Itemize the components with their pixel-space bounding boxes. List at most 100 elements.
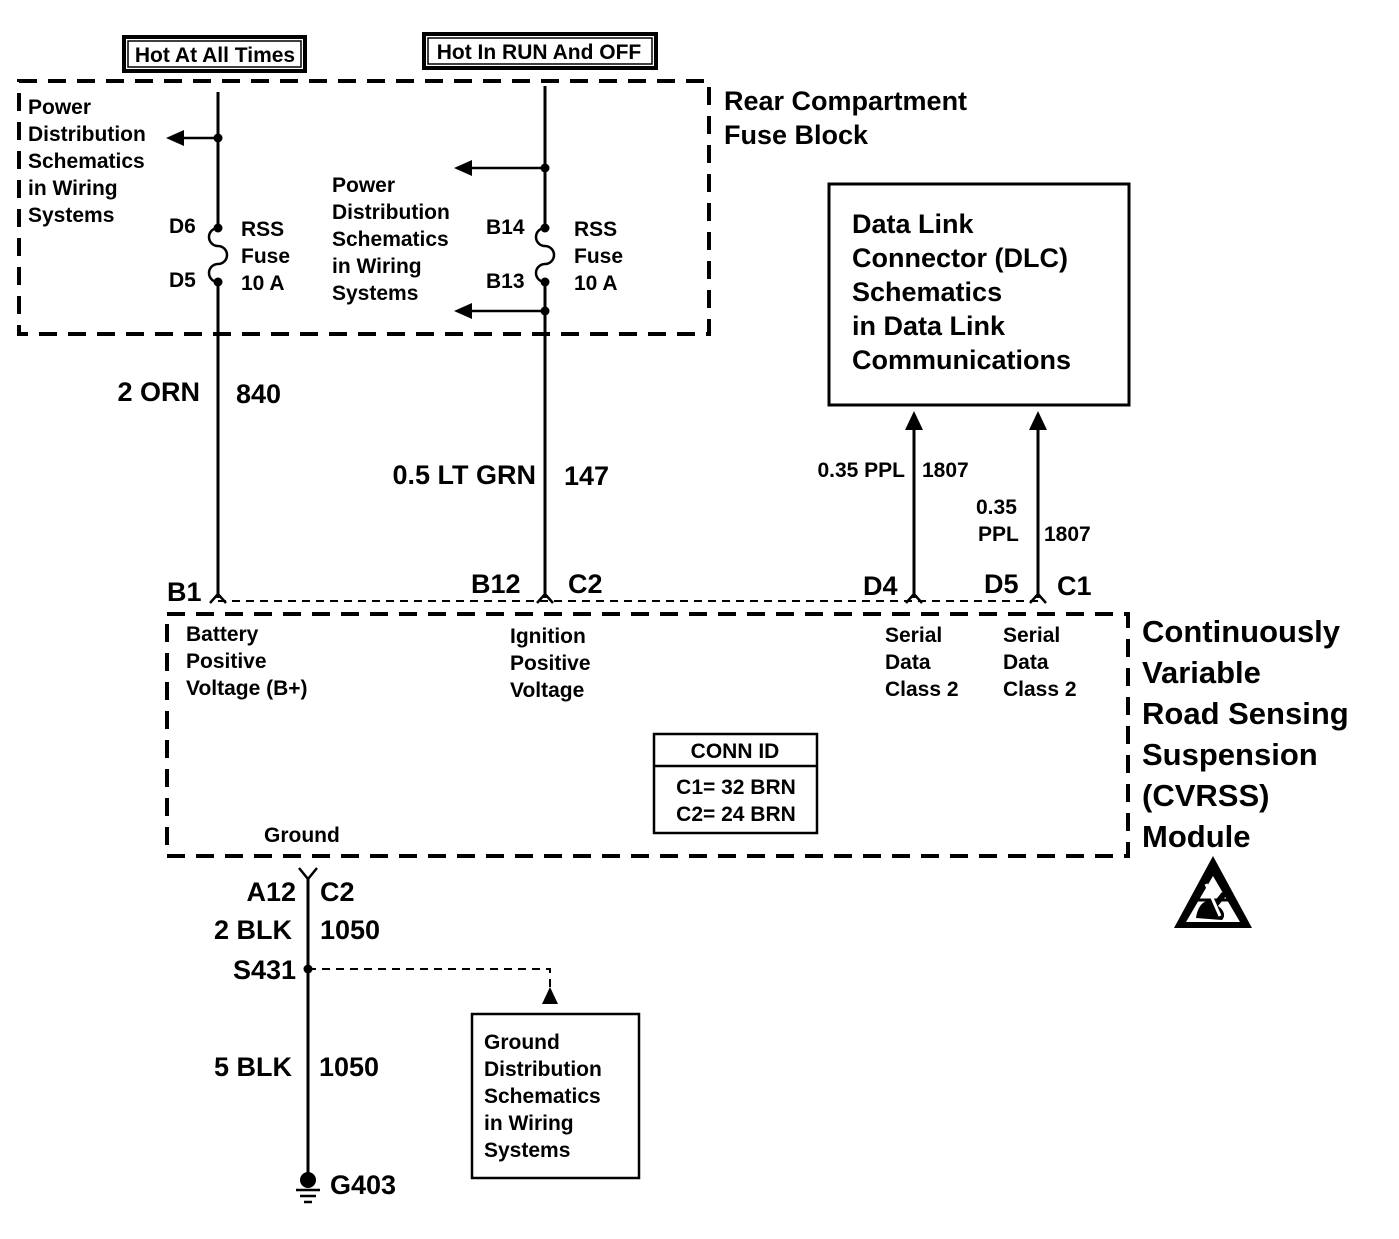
ignition-wire-gauge-color: 0.5 LT GRN <box>392 460 536 490</box>
svg-text:Ignition: Ignition <box>510 625 586 648</box>
svg-text:Voltage: Voltage <box>510 679 584 702</box>
serial1-gauge-color: 0.35 PPL <box>817 459 905 482</box>
serial2-gauge-line1: 0.35 <box>976 496 1017 519</box>
arrow-up-icon <box>542 987 558 1004</box>
pin-d4: D4 <box>863 571 898 601</box>
ground-lower-circuit: 1050 <box>319 1052 379 1082</box>
pin-c2-bottom: C2 <box>320 877 355 907</box>
serial-data-wire-2 <box>1029 411 1047 598</box>
esd-sensitive-icon <box>1174 856 1252 928</box>
pin-b12: B12 <box>471 569 521 599</box>
hot-at-all-times-text: Hot At All Times <box>135 44 295 67</box>
ignition-wire-circuit: 147 <box>564 461 609 491</box>
svg-text:Distribution: Distribution <box>332 201 450 224</box>
fuse-block-title-line1: Rear Compartment <box>724 86 967 116</box>
svg-text:Suspension: Suspension <box>1142 737 1318 772</box>
svg-text:Schematics: Schematics <box>484 1085 601 1108</box>
serial2-circuit: 1807 <box>1044 523 1091 546</box>
svg-text:Road Sensing: Road Sensing <box>1142 696 1349 731</box>
svg-text:B14: B14 <box>486 216 525 239</box>
splice-s431: S431 <box>233 955 296 985</box>
ignition-positive-voltage-label: Ignition Positive Voltage <box>510 625 591 702</box>
ground-wire <box>296 867 320 1204</box>
svg-text:Battery: Battery <box>186 623 259 646</box>
module-connector-pins <box>209 592 1047 604</box>
ground-upper-circuit: 1050 <box>320 915 380 945</box>
serial-data-wire-1 <box>905 411 923 598</box>
conn-id-c2: C2= 24 BRN <box>676 803 796 826</box>
svg-text:D6: D6 <box>169 215 196 238</box>
arrow-left-icon <box>454 303 472 319</box>
fuse-block-title-line2: Fuse Block <box>724 120 869 150</box>
svg-text:RSS: RSS <box>241 218 284 241</box>
conn-id-box: CONN ID C1= 32 BRN C2= 24 BRN <box>652 732 819 835</box>
svg-text:Positive: Positive <box>186 650 267 673</box>
svg-text:Positive: Positive <box>510 652 591 675</box>
svg-text:in Wiring: in Wiring <box>28 177 118 200</box>
svg-text:Connector (DLC): Connector (DLC) <box>852 243 1068 273</box>
svg-text:Ground: Ground <box>484 1031 560 1054</box>
conn-id-title: CONN ID <box>691 740 780 763</box>
hot-in-run-and-off-text: Hot In RUN And OFF <box>437 41 642 64</box>
fuse-left-labels: D6 D5 RSS Fuse 10 A <box>169 215 290 295</box>
svg-text:Continuously: Continuously <box>1142 614 1341 649</box>
svg-text:Schematics: Schematics <box>28 150 145 173</box>
serial-data-label-1: Serial Data Class 2 <box>885 624 959 701</box>
svg-text:Systems: Systems <box>28 204 114 227</box>
pin-c1: C1 <box>1057 571 1092 601</box>
pin-c2-top: C2 <box>568 569 603 599</box>
pin-a12: A12 <box>246 877 296 907</box>
svg-text:Systems: Systems <box>332 282 418 305</box>
pin-b1: B1 <box>167 577 202 607</box>
fuse-right-labels: B14 B13 RSS Fuse 10 A <box>486 216 623 295</box>
svg-text:Systems: Systems <box>484 1139 570 1162</box>
ignition-feed-wire <box>454 86 556 598</box>
serial-data-label-2: Serial Data Class 2 <box>1003 624 1077 701</box>
svg-text:Voltage (B+): Voltage (B+) <box>186 677 308 700</box>
svg-text:Fuse: Fuse <box>574 245 623 268</box>
battery-feed-wire <box>166 92 229 598</box>
ground-point-g403: G403 <box>330 1170 396 1200</box>
arrow-left-icon <box>166 130 184 146</box>
serial1-circuit: 1807 <box>922 459 969 482</box>
svg-text:Data: Data <box>885 651 931 674</box>
svg-text:Class 2: Class 2 <box>885 678 959 701</box>
hot-in-run-and-off-label-box: Hot In RUN And OFF <box>422 32 658 70</box>
power-distribution-note-left: Power Distribution Schematics in Wiring … <box>28 96 146 227</box>
svg-text:Power: Power <box>28 96 91 119</box>
svg-text:in Wiring: in Wiring <box>484 1112 574 1135</box>
ground-upper-gauge-color: 2 BLK <box>214 915 293 945</box>
svg-text:10 A: 10 A <box>574 272 618 295</box>
fuse-block-outline <box>17 79 711 336</box>
conn-id-c1: C1= 32 BRN <box>676 776 796 799</box>
ground-label: Ground <box>264 824 340 847</box>
arrow-left-icon <box>454 160 472 176</box>
battery-positive-voltage-label: Battery Positive Voltage (B+) <box>186 623 308 700</box>
svg-text:Class 2: Class 2 <box>1003 678 1077 701</box>
svg-text:B13: B13 <box>486 270 525 293</box>
svg-text:in Wiring: in Wiring <box>332 255 422 278</box>
svg-text:Module: Module <box>1142 819 1251 854</box>
ground-point-dot <box>300 1172 316 1188</box>
dlc-text: Data Link Connector (DLC) Schematics in … <box>852 209 1071 375</box>
svg-text:RSS: RSS <box>574 218 617 241</box>
svg-text:Schematics: Schematics <box>332 228 449 251</box>
svg-text:D5: D5 <box>169 269 196 292</box>
cvrss-module-outline <box>165 612 1130 858</box>
pin-d5: D5 <box>984 569 1019 599</box>
svg-text:Distribution: Distribution <box>484 1058 602 1081</box>
svg-text:Data: Data <box>1003 651 1049 674</box>
battery-wire-circuit: 840 <box>236 379 281 409</box>
svg-text:Distribution: Distribution <box>28 123 146 146</box>
hot-at-all-times-label-box: Hot At All Times <box>122 35 307 73</box>
arrow-up-icon <box>1029 411 1047 430</box>
ground-lower-gauge-color: 5 BLK <box>214 1052 293 1082</box>
svg-text:Data Link: Data Link <box>852 209 975 239</box>
serial2-gauge-line2: PPL <box>978 523 1019 546</box>
module-name: Continuously Variable Road Sensing Suspe… <box>1142 614 1349 854</box>
power-distribution-note-middle: Power Distribution Schematics in Wiring … <box>332 174 450 305</box>
svg-text:(CVRSS): (CVRSS) <box>1142 778 1269 813</box>
ground-distribution-box <box>470 1012 641 1180</box>
svg-text:Schematics: Schematics <box>852 277 1002 307</box>
